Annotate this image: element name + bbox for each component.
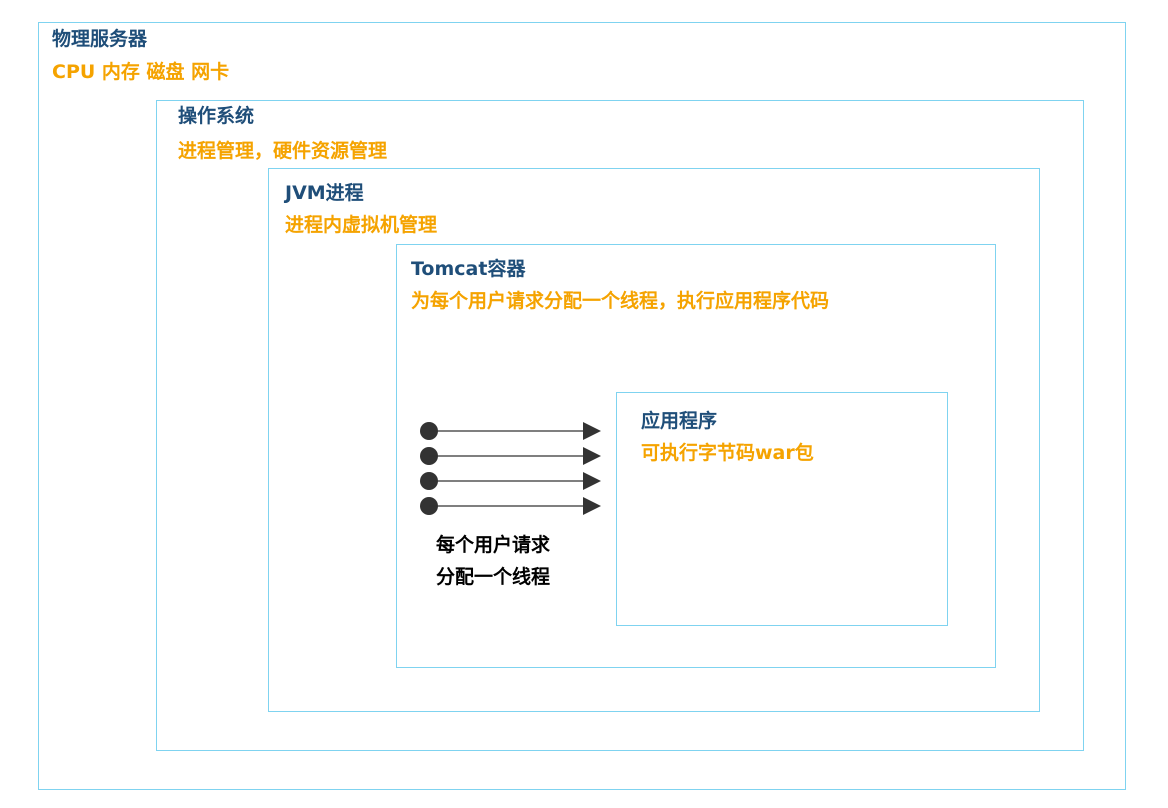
thread-arrowhead	[583, 472, 601, 490]
jvm-process-title: JVM进程	[285, 182, 364, 204]
tomcat-container-title: Tomcat容器	[411, 258, 526, 280]
thread-arrowhead	[583, 497, 601, 515]
physical-server-subtitle: CPU 内存 磁盘 网卡	[52, 61, 230, 83]
thread-arrowhead	[583, 447, 601, 465]
jvm-process-box	[268, 168, 1040, 712]
operating-system-subtitle: 进程管理，硬件资源管理	[178, 140, 388, 162]
threads-caption-line1: 每个用户请求	[436, 534, 551, 556]
operating-system-title: 操作系统	[178, 105, 255, 127]
physical-server-box	[38, 22, 1126, 790]
application-subtitle: 可执行字节码war包	[641, 442, 814, 464]
tomcat-container-subtitle: 为每个用户请求分配一个线程，执行应用程序代码	[411, 290, 830, 312]
tomcat-container-box	[396, 244, 996, 668]
application-box	[616, 392, 948, 626]
physical-server-title: 物理服务器	[52, 28, 148, 50]
application-title: 应用程序	[641, 410, 718, 432]
request-thread-arrows	[420, 422, 601, 515]
threads-caption-line2: 分配一个线程	[436, 566, 551, 588]
thread-arrowhead	[583, 422, 601, 440]
operating-system-box	[156, 100, 1084, 751]
jvm-process-subtitle: 进程内虚拟机管理	[285, 214, 438, 236]
